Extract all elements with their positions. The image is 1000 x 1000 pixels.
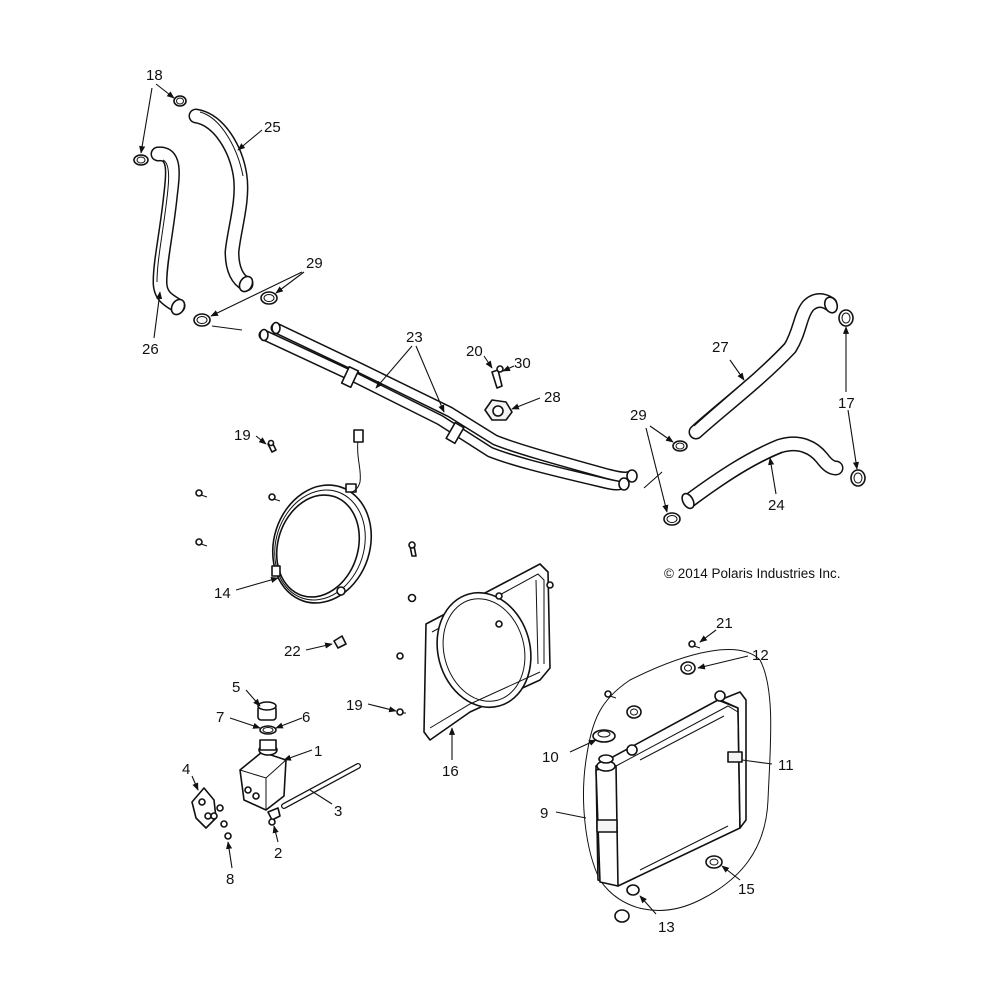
clamp-29-left-b [260,291,278,305]
grommet-12 [680,661,696,675]
callout-20: 20 [466,343,483,360]
callout-13: 13 [658,919,675,936]
screw-shroud-b [407,593,417,603]
screw-fan-b [268,493,281,502]
callout-11: 11 [778,757,794,774]
callout-2: 2 [274,845,282,862]
callout-labels: 18 25 26 29 23 20 30 28 29 27 17 24 19 1… [142,67,855,936]
fitting-2 [267,807,281,826]
clip-28 [484,399,513,421]
screw-21 [688,640,701,649]
hose-24 [681,436,844,510]
screw-19-upper [267,439,277,453]
callout-4: 4 [182,761,190,778]
callout-7: 7 [216,709,224,726]
clamp-18-upper [173,95,187,107]
overflow-hose-3 [281,763,361,809]
callout-21: 21 [716,615,733,632]
callout-18: 18 [146,67,163,84]
coolant-tubes-23 [258,321,638,491]
callout-12: 12 [752,647,769,664]
screw-21b [604,690,617,699]
callout-30: 30 [514,355,531,372]
screw-shroud-c [396,652,404,660]
seal-6-7 [259,725,277,735]
hose-25 [188,108,254,293]
clamp-29-right-b [663,512,681,526]
callout-29-left: 29 [306,255,323,272]
callout-6: 6 [302,709,310,726]
fan-shroud-ring-14 [271,429,373,604]
screw-fan-a [195,489,208,498]
screw-19-lower [396,708,406,716]
reservoir-cap-5 [257,701,277,721]
fitting-20-30 [491,365,504,389]
screw-fan-c [195,538,208,547]
clip-22 [333,635,347,649]
callout-24: 24 [768,497,785,514]
callout-26: 26 [142,341,159,358]
fan-shroud-16 [423,563,554,741]
callout-3: 3 [334,803,342,820]
callout-15: 15 [738,881,755,898]
callout-9: 9 [540,805,548,822]
leader-lines [139,83,859,915]
nut-fan [336,586,346,596]
callout-10: 10 [542,749,559,766]
callout-27: 27 [712,339,729,356]
callout-19-upper: 19 [234,427,251,444]
hose-26 [150,146,186,316]
copyright-notice: © 2014 Polaris Industries Inc. [664,566,841,581]
callout-5: 5 [232,679,240,696]
clamp-29-right-a [672,440,688,452]
clamp-29-left-a [193,313,211,327]
clamp-18-lower [133,154,149,166]
clamp-17-lower [850,469,866,487]
callout-23: 23 [406,329,423,346]
hose-27 [688,293,839,440]
screw-shroud-a [408,541,417,557]
grommet-15 [705,855,723,869]
callout-1: 1 [314,743,322,760]
radiator-9 [583,649,772,911]
clamp-17-upper [838,309,854,327]
callout-19-lower: 19 [346,697,363,714]
callout-17: 17 [838,395,855,412]
radiator-cap-10 [592,729,616,743]
callout-25: 25 [264,119,281,136]
screws-8 [210,804,232,840]
grommet-13 [614,884,640,923]
callout-14: 14 [214,585,231,602]
callout-8: 8 [226,871,234,888]
coolant-reservoir-1 [239,739,287,811]
bracket-4 [191,787,217,829]
grommet-12b [626,705,642,719]
callout-16: 16 [442,763,459,780]
callout-22: 22 [284,643,301,660]
callout-29-right: 29 [630,407,647,424]
callout-28: 28 [544,389,561,406]
